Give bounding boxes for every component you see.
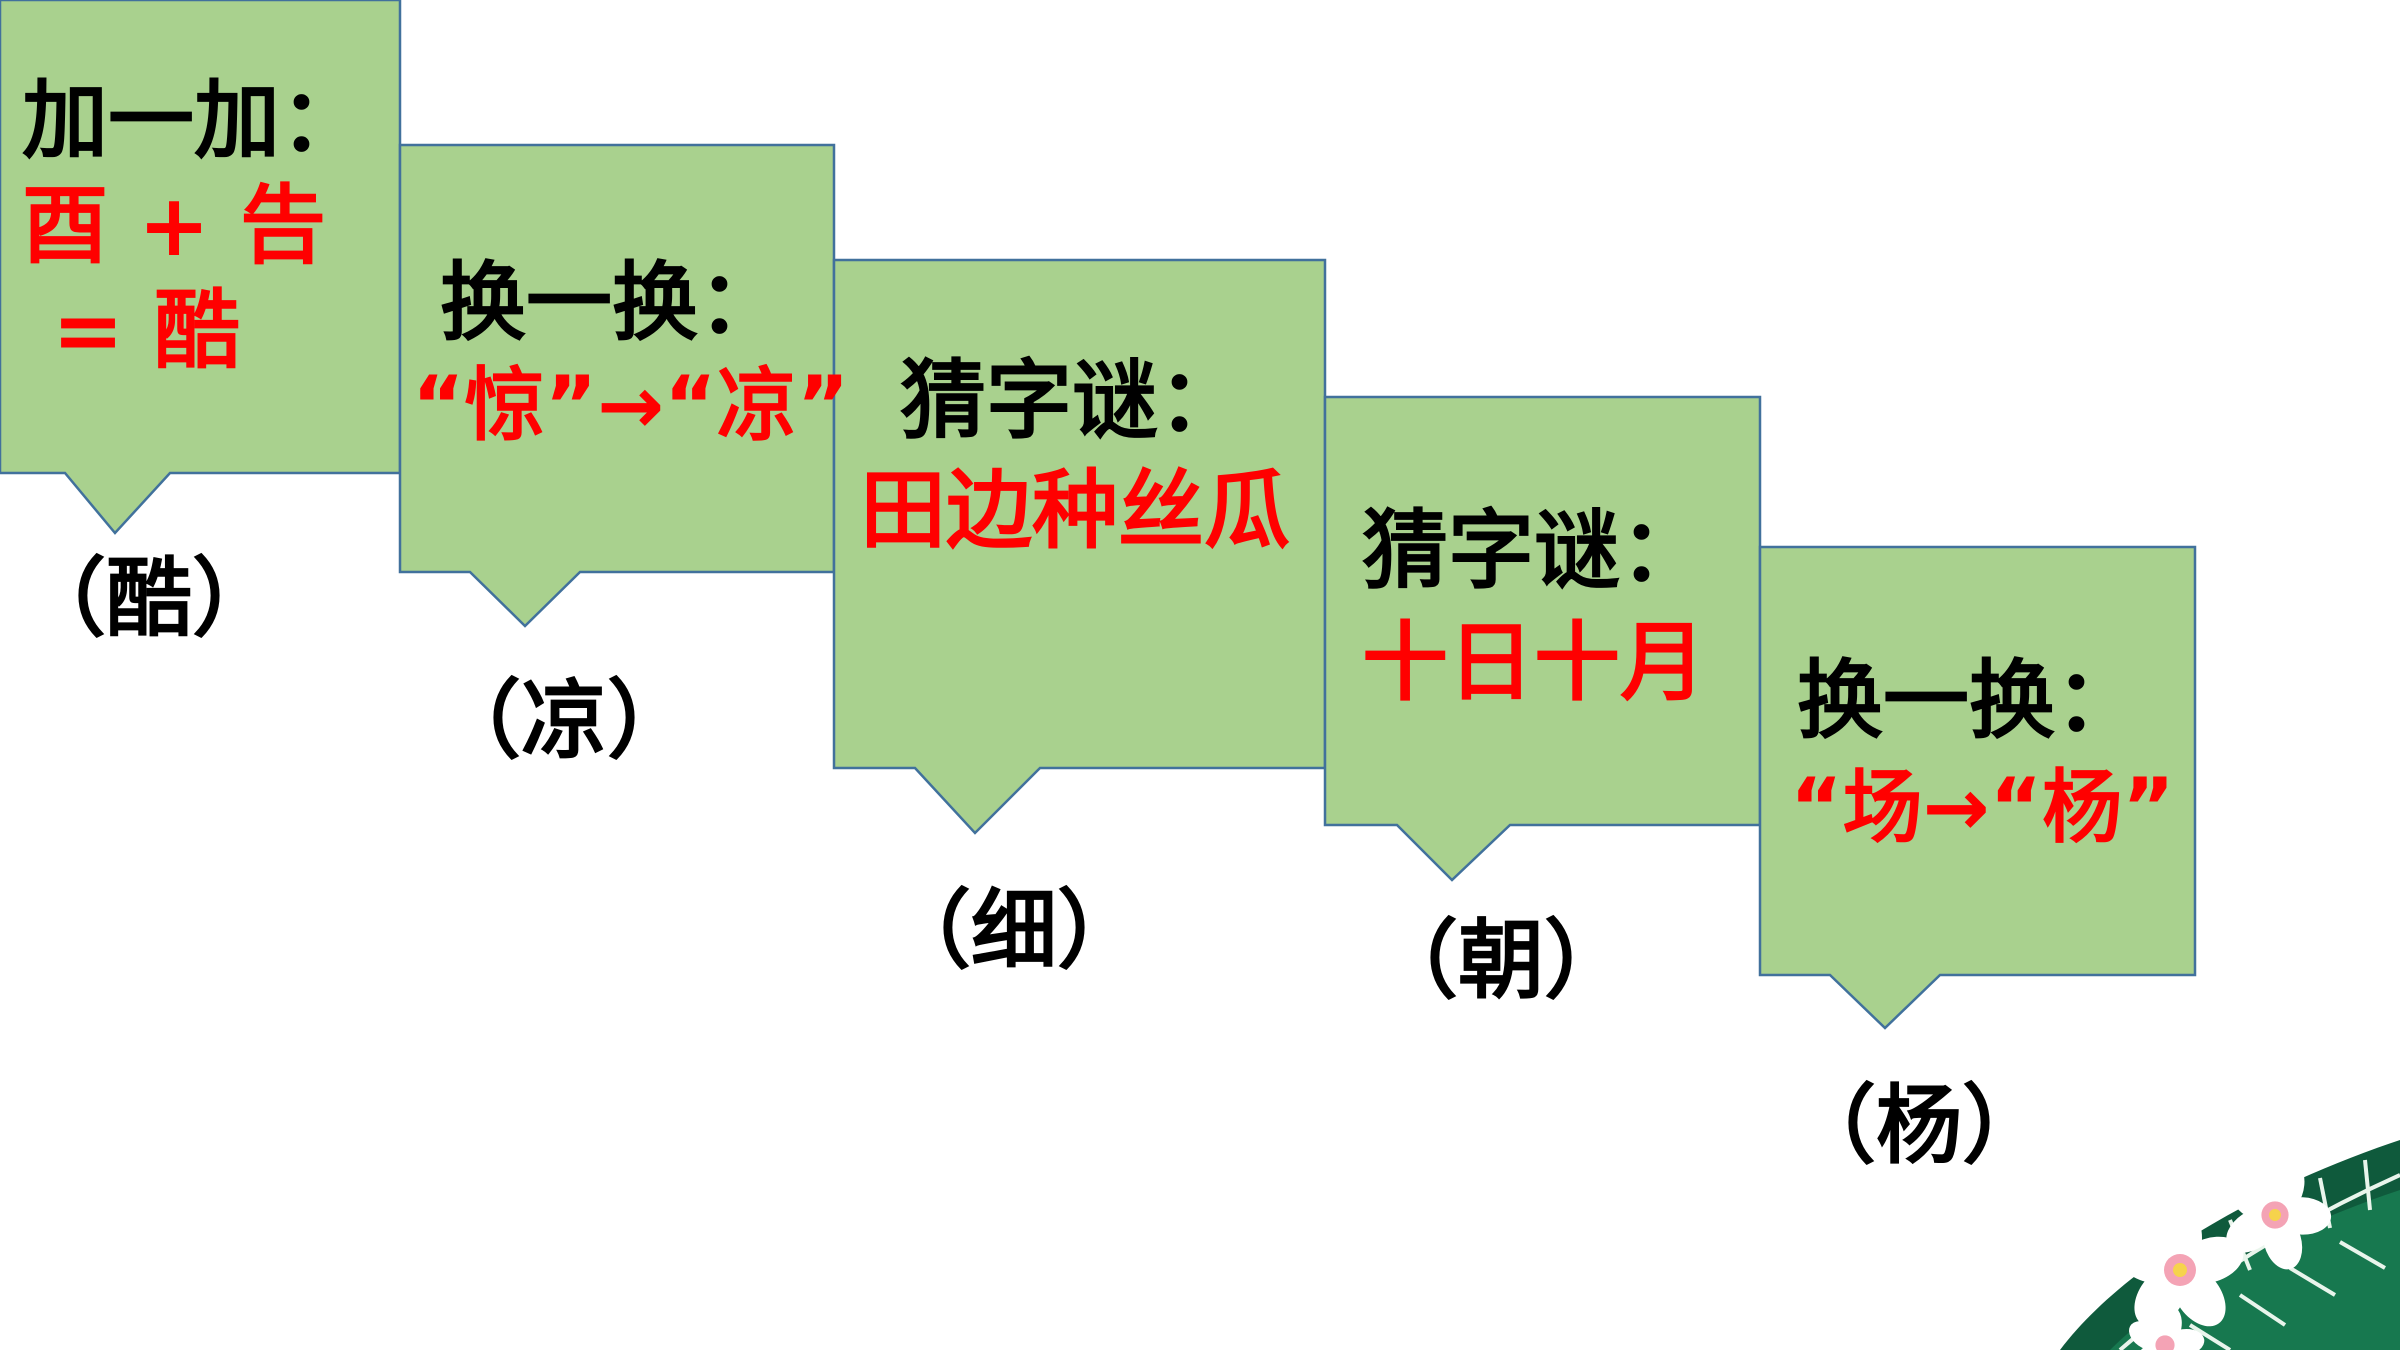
card-3-answer: （细） <box>885 881 1143 981</box>
card-5-answer: （杨） <box>1790 1076 2048 1176</box>
card-2-heading: 换一换： <box>440 253 784 353</box>
card-3-heading: 猜字谜： <box>900 351 1244 451</box>
card-5-clue-line-1: “场→“杨” <box>1790 761 2175 854</box>
card-3-clue: 田边种丝瓜 <box>860 460 1290 563</box>
card-1-text: 加一加： 酉 + 告 = 酷 <box>22 70 366 384</box>
card-4-clue: 十日十月 <box>1362 612 1706 715</box>
card-2-answer: （凉） <box>435 671 693 771</box>
card-4-clue-line-1: 十日十月 <box>1362 613 1706 713</box>
card-5-heading: 换一换： <box>1797 651 2141 751</box>
card-2-clue-line-1: “惊”→“凉” <box>412 359 850 452</box>
palm-leaf-and-plumeria-icon <box>2060 1140 2400 1350</box>
callout-box-2 <box>398 143 836 628</box>
callout-box-4 <box>1323 395 1762 882</box>
card-1-heading: 加一加： <box>22 71 366 171</box>
card-4-answer: （朝） <box>1372 911 1630 1011</box>
card-5-clue: “场→“杨” <box>1790 760 2175 856</box>
card-2-text: 换一换： <box>440 252 784 355</box>
card-3-clue-line-1: 田边种丝瓜 <box>860 461 1290 561</box>
card-4-heading: 猜字谜： <box>1362 501 1706 601</box>
card-2-clue: “惊”→“凉” <box>412 358 849 454</box>
card-5-text: 换一换： <box>1797 650 2141 753</box>
card-1-clue-line-2: = 酷 <box>22 281 240 382</box>
card-1-answer: （酷） <box>20 549 278 649</box>
card-4-text: 猜字谜： <box>1362 500 1706 603</box>
card-1-clue-line-1: 酉 + 告 <box>22 176 326 277</box>
card-3-text: 猜字谜： <box>900 350 1244 453</box>
callout-box-3 <box>832 258 1327 835</box>
callout-box-5 <box>1758 545 2197 1030</box>
callout-box-1 <box>0 0 402 535</box>
